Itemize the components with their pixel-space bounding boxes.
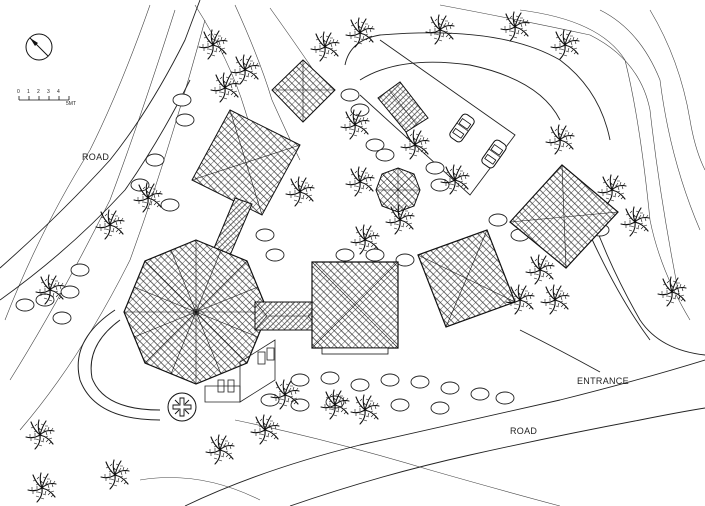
palm-trees bbox=[25, 11, 687, 503]
roof-east-large bbox=[509, 164, 619, 269]
roof-square-center bbox=[311, 261, 399, 355]
entrance-label: ENTRANCE bbox=[577, 376, 629, 386]
scale-tick: 4 bbox=[57, 89, 60, 95]
scale-tick: 0 bbox=[17, 89, 20, 95]
roof-connector-middle bbox=[254, 301, 321, 331]
scale-tick: 3 bbox=[47, 89, 50, 95]
boulders bbox=[15, 88, 610, 415]
roof-octagon-main bbox=[123, 239, 269, 385]
fountain bbox=[167, 392, 197, 422]
roof-north-small bbox=[271, 59, 336, 123]
road-label-west: ROAD bbox=[82, 152, 110, 162]
scale-tick: 1 bbox=[27, 89, 30, 95]
north-arrow-icon bbox=[25, 33, 53, 61]
scale-bar bbox=[18, 96, 70, 101]
roof-east-middle bbox=[417, 229, 516, 328]
roof-garage bbox=[377, 81, 429, 133]
terrace-steps bbox=[204, 339, 276, 403]
contour-lines bbox=[4, 4, 705, 506]
car-icon bbox=[447, 112, 477, 144]
car-icon bbox=[479, 138, 509, 170]
roof-north-west bbox=[191, 109, 301, 216]
scale-tick: 5MT bbox=[66, 101, 76, 107]
roof-gazebo bbox=[375, 167, 421, 213]
scale-tick: 2 bbox=[37, 89, 40, 95]
wall-curve bbox=[77, 309, 161, 421]
road-label-south: ROAD bbox=[510, 426, 538, 436]
